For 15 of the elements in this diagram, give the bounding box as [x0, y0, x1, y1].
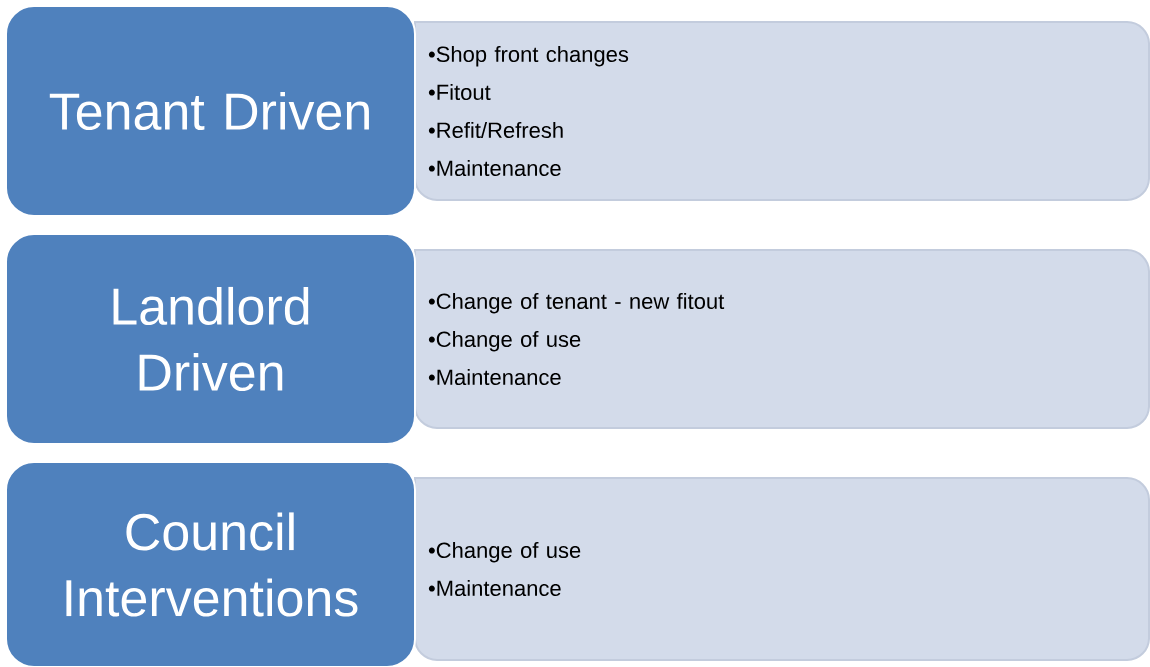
category-box: Tenant Driven — [5, 5, 416, 217]
bullet-item: •Maintenance — [428, 579, 561, 597]
list-panel — [414, 477, 1150, 661]
bullet-item: •Refit/Refresh — [428, 121, 563, 139]
bullet-item: •Fitout — [428, 83, 491, 101]
bullet-item: •Maintenance — [428, 159, 561, 177]
bullet-item: •Shop front changes — [428, 45, 629, 67]
bullet-item: •Change of use — [428, 541, 581, 563]
bullet-item: •Change of use — [428, 330, 581, 352]
category-box: Landlord Driven — [5, 233, 416, 445]
category-box: Council Interventions — [5, 461, 416, 667]
list-panel — [414, 21, 1150, 201]
bullet-item: •Maintenance — [428, 368, 561, 386]
list-panel — [414, 249, 1150, 429]
bullet-item: •Change of tenant - new fitout — [428, 292, 725, 314]
